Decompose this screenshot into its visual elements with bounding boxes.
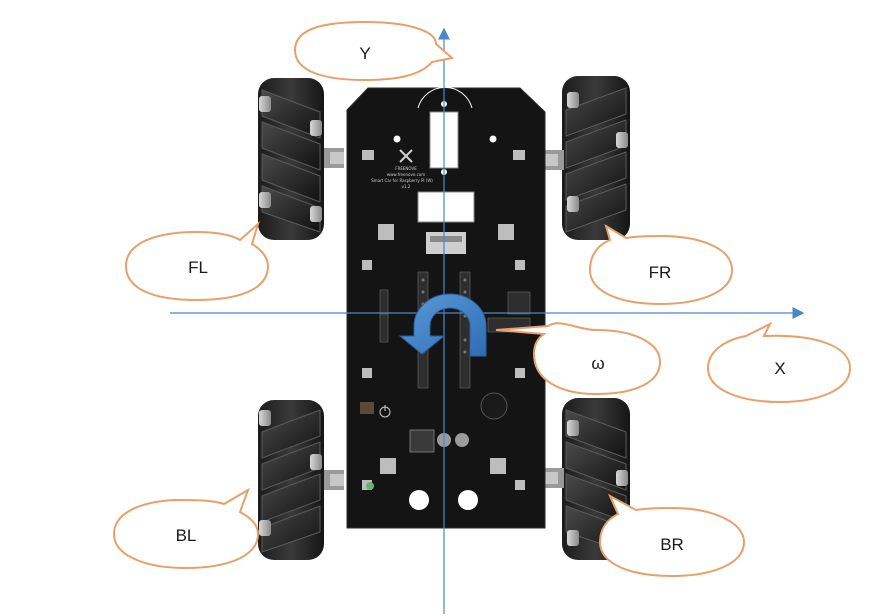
callout-omega: ω xyxy=(495,322,662,396)
rotation-label: ω xyxy=(591,354,604,373)
wheel-front-right xyxy=(544,76,630,240)
brand-text: FREENOVE xyxy=(395,166,417,171)
callout-br: BR xyxy=(598,493,746,578)
wheel-back-left xyxy=(258,400,344,560)
callout-fl: FL xyxy=(124,220,270,302)
back-right-label: BR xyxy=(660,535,684,554)
rotation-arrow xyxy=(398,293,487,357)
callout-y: Y xyxy=(293,20,455,82)
wheel-front-left xyxy=(258,78,344,240)
freenove-logo xyxy=(399,149,413,163)
website-text: www.freenove.com xyxy=(387,172,425,177)
callout-x: X xyxy=(706,321,852,404)
front-right-label: FR xyxy=(649,263,672,282)
x-axis-label: X xyxy=(774,359,785,378)
version-text: v1.2 xyxy=(402,184,411,189)
model-text: Smart Car for Raspberry Pi (W) xyxy=(371,178,433,183)
front-left-label: FL xyxy=(188,258,208,277)
callout-fr: FR xyxy=(588,223,734,306)
back-left-label: BL xyxy=(176,526,197,545)
callout-bl: BL xyxy=(112,487,260,570)
y-axis-label: Y xyxy=(359,44,370,63)
